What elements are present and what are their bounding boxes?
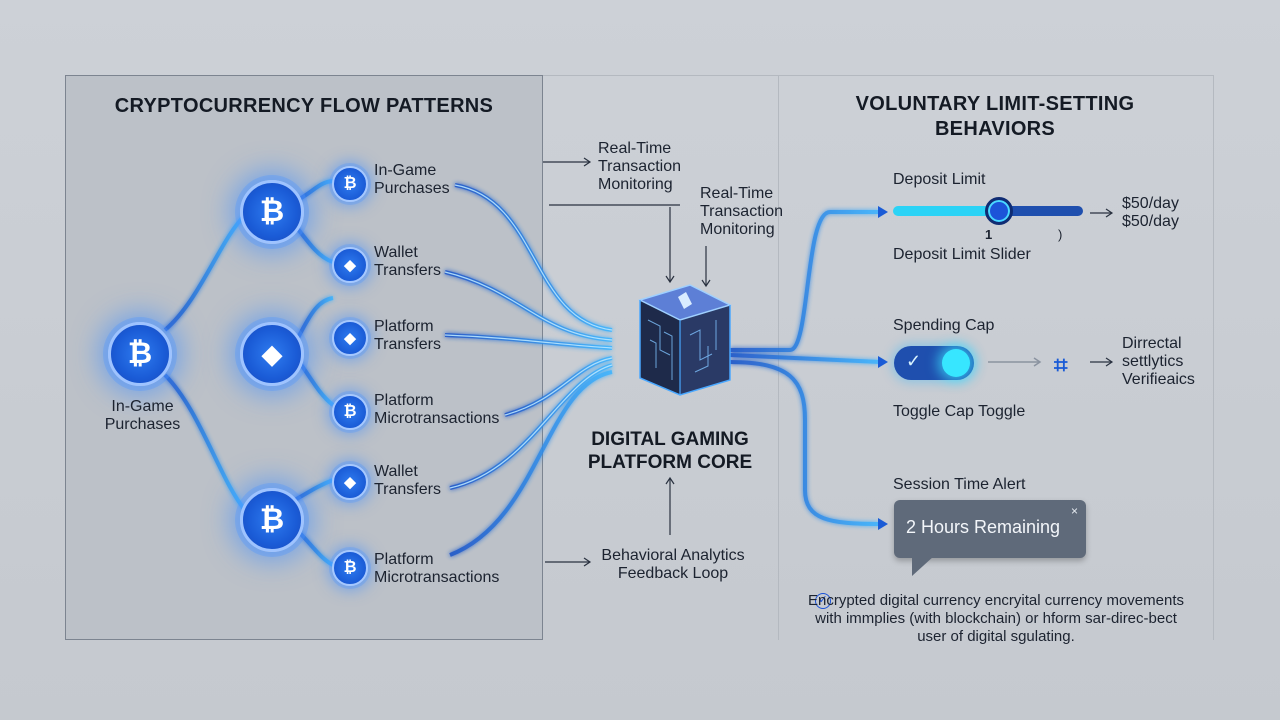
source-label: In-Game Purchases (104, 398, 181, 433)
source-bitcoin-node: ₿ (108, 322, 172, 386)
deposit-limit-heading: Deposit Limit (893, 171, 986, 188)
target-node-3: ◆ (332, 320, 368, 356)
target-label-4: Platform Microtransactions (374, 392, 500, 427)
check-icon: ✓ (906, 351, 922, 371)
deposit-limit-value: $50/day $50/day (1122, 195, 1179, 230)
target-label-6: Platform Microtransactions (374, 551, 500, 586)
footnote: Encrypted digital currency encryital cur… (808, 592, 1184, 645)
target-label-1: In-Game Purchases (374, 162, 450, 197)
spending-cap-toggle[interactable]: ✓ (894, 346, 974, 380)
slider-tick-left: 1 (985, 227, 993, 242)
target-label-3: Platform Transfers (374, 318, 441, 353)
target-node-5: ◆ (332, 464, 368, 500)
alert-tail (912, 556, 934, 576)
check-circle-icon: ✓ (815, 593, 831, 609)
deposit-limit-caption: Deposit Limit Slider (893, 246, 1031, 263)
monitoring-label-1: Real-Time Transaction Monitoring (598, 140, 681, 193)
ethereum-hub-middle: ◆ (240, 322, 304, 386)
bitcoin-hub-bottom: ₿ (240, 488, 304, 552)
divider-line (543, 75, 779, 76)
session-alert-heading: Session Time Alert (893, 476, 1026, 493)
toggle-knob (942, 349, 970, 377)
close-icon[interactable]: × (1070, 504, 1078, 518)
grid-hash-icon: ⌗ (1054, 352, 1068, 379)
bitcoin-hub-top: ₿ (240, 180, 304, 244)
platform-core-cube (637, 284, 733, 396)
deposit-limit-slider-handle[interactable] (985, 197, 1013, 225)
session-time-alert: 2 Hours Remaining × (894, 500, 1086, 558)
core-title: DIGITAL GAMING PLATFORM CORE (587, 429, 753, 473)
crypto-flow-title: CRYPTOCURRENCY FLOW PATTERNS (114, 95, 494, 117)
target-node-6: ₿ (332, 550, 368, 586)
alert-text: 2 Hours Remaining (906, 517, 1061, 537)
feedback-loop-label: Behavioral Analytics Feedback Loop (601, 547, 745, 582)
target-node-1: ₿ (332, 166, 368, 202)
monitoring-label-2: Real-Time Transaction Monitoring (700, 185, 783, 238)
spending-cap-caption: Toggle Cap Toggle (893, 403, 1026, 420)
target-node-2: ◆ (332, 247, 368, 283)
spending-cap-heading: Spending Cap (893, 317, 995, 334)
limit-setting-title: VOLUNTARY LIMIT-SETTING BEHAVIORS (855, 93, 1135, 140)
target-node-4: ₿ (332, 394, 368, 430)
target-label-2: Wallet Transfers (374, 244, 441, 279)
spending-cap-result: Dirrectal settlytics Verifieaics (1122, 335, 1195, 388)
slider-tick-right: ) (1058, 227, 1063, 242)
target-label-5: Wallet Transfers (374, 463, 441, 498)
